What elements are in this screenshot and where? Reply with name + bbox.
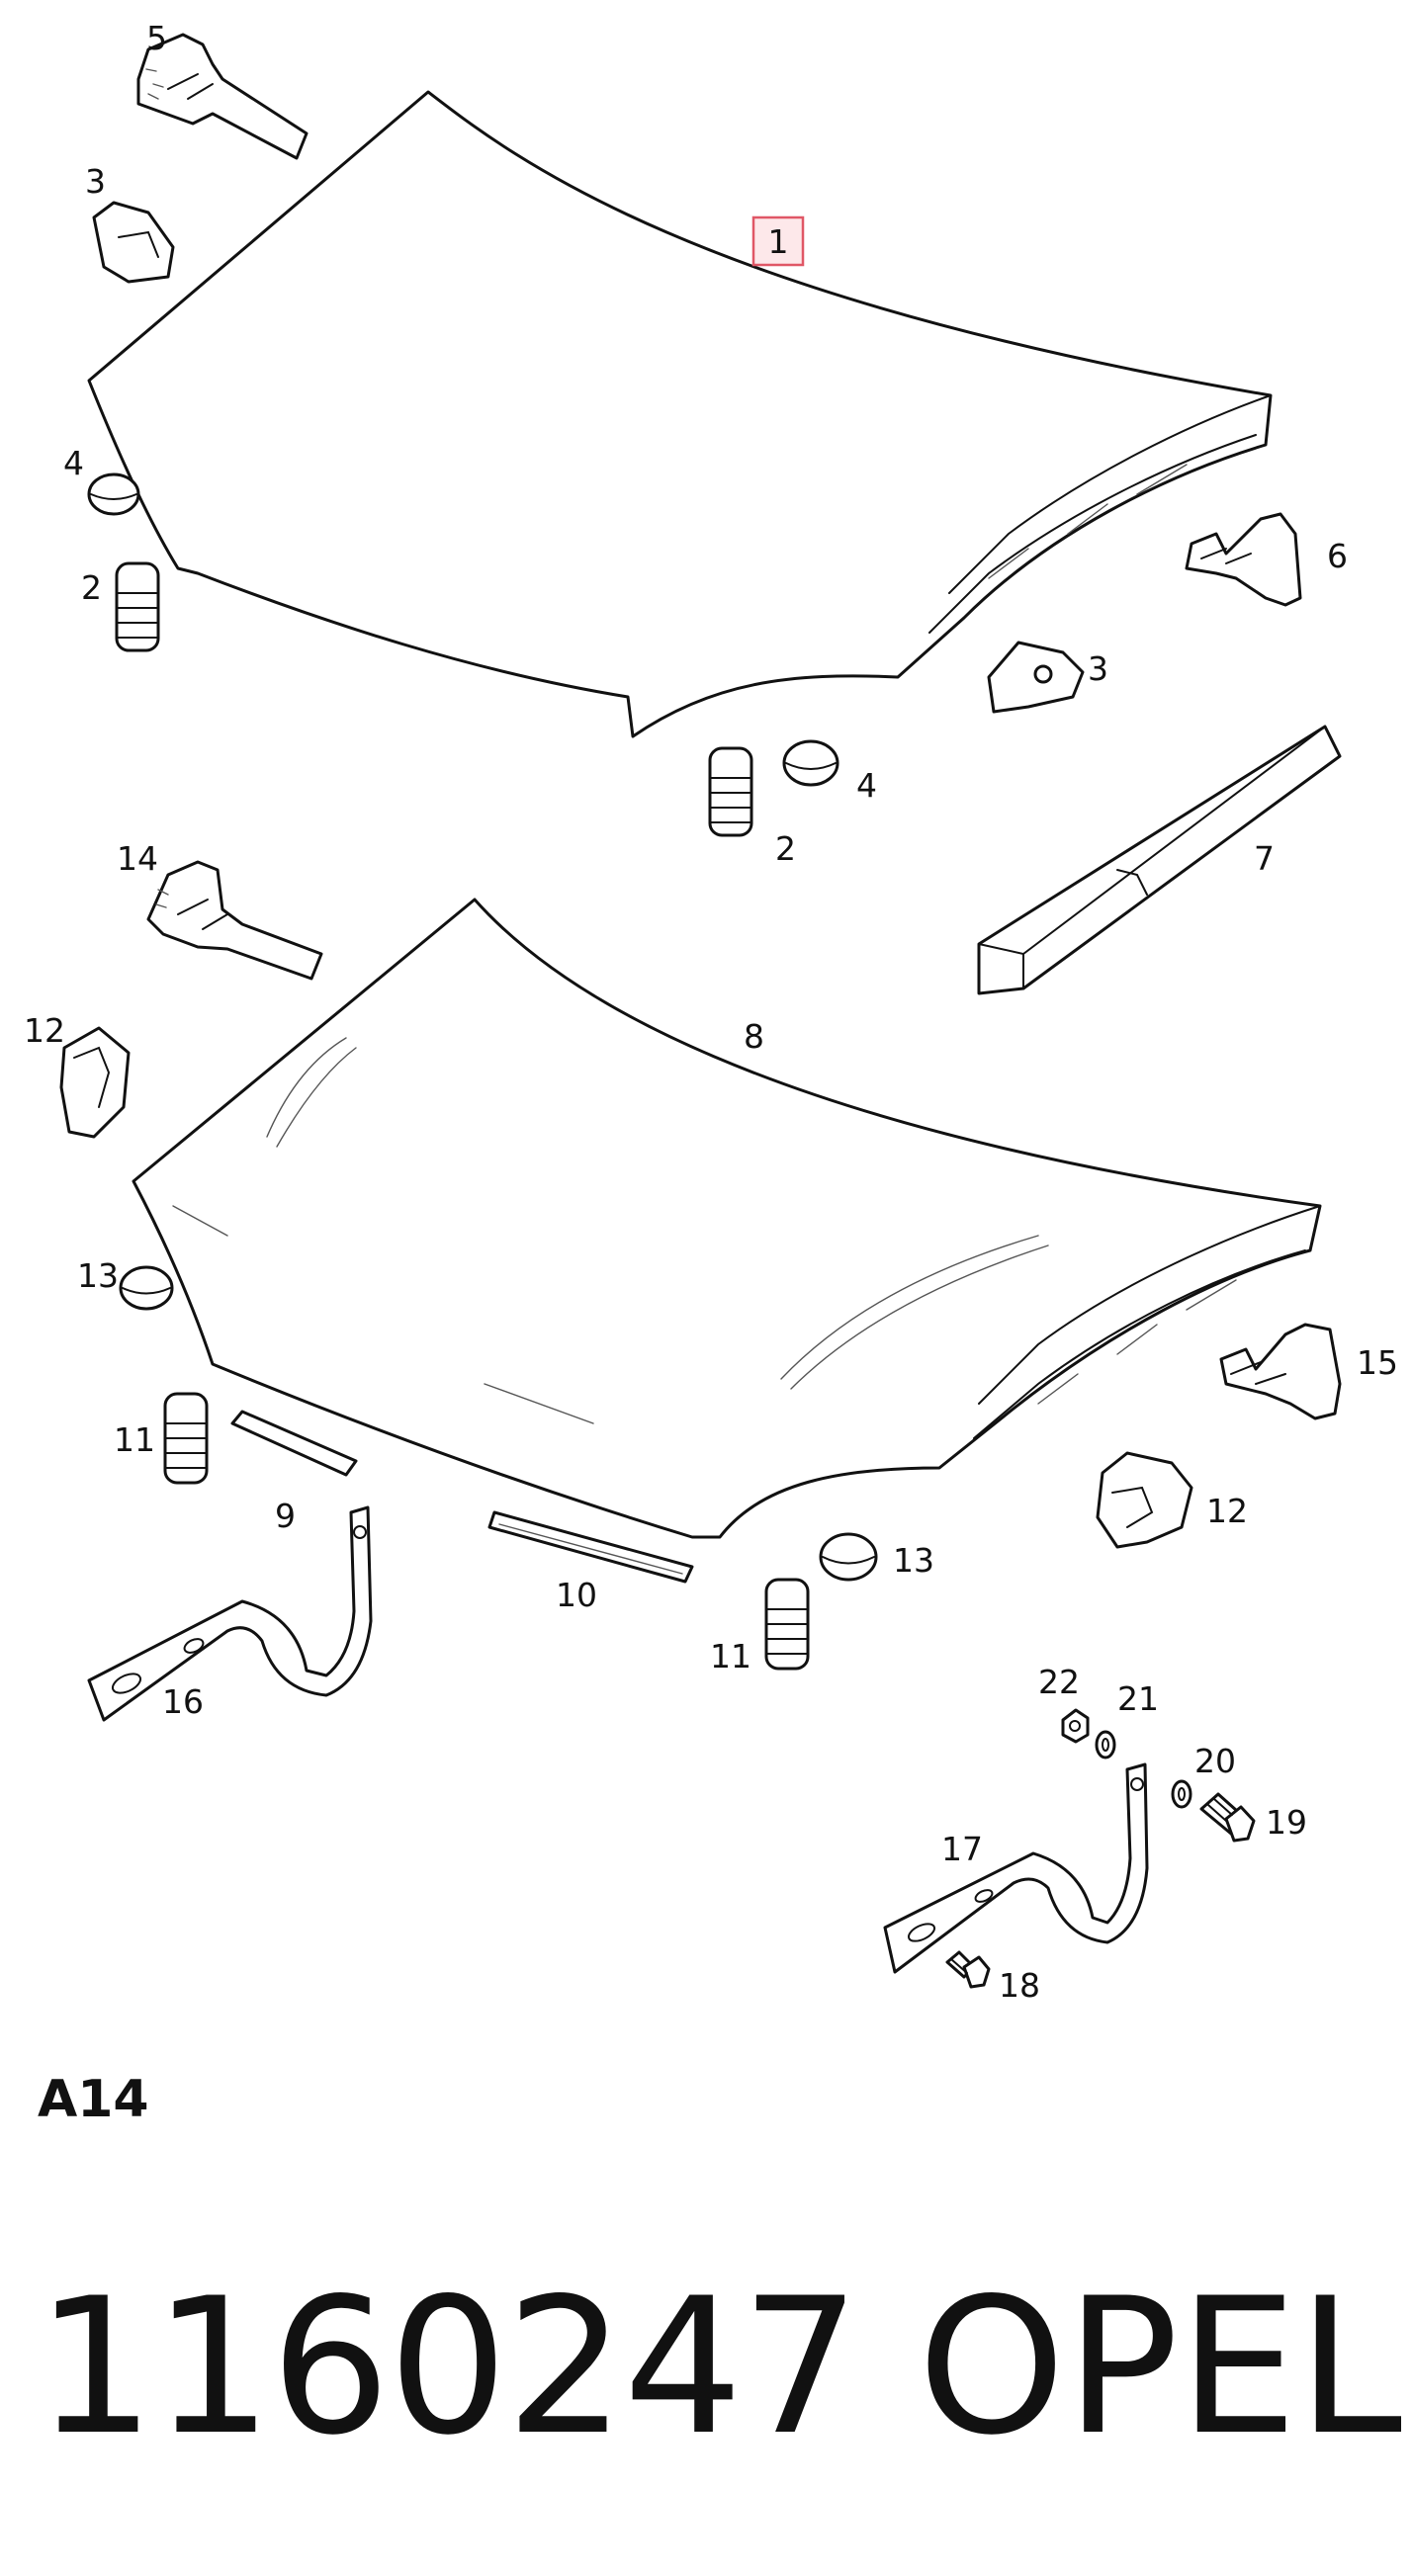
callout-13-left: 13 <box>77 1256 119 1295</box>
seal-strip-part-7 <box>977 725 1342 995</box>
callout-5: 5 <box>146 19 167 57</box>
callout-11-left: 11 <box>114 1420 155 1459</box>
part-number: 1160247 <box>36 2258 860 2476</box>
callout-13-center: 13 <box>893 1541 934 1580</box>
callout-17: 17 <box>941 1830 983 1868</box>
seal-corner-part-6 <box>1185 512 1302 607</box>
strip-part-10 <box>487 1510 694 1584</box>
callout-4-left: 4 <box>63 444 84 482</box>
clip-part-12-right <box>1096 1451 1193 1549</box>
rubber-cap-part-4-center <box>782 739 839 787</box>
rubber-cap-part-13-left <box>119 1265 174 1311</box>
washer-part-20 <box>1171 1779 1192 1809</box>
callout-1: 1 <box>768 222 789 261</box>
callout-8: 8 <box>744 1017 764 1056</box>
hood-panel-lower <box>132 898 1322 1539</box>
rubber-cap-part-4-left <box>87 472 140 516</box>
callout-18: 18 <box>999 1966 1040 2005</box>
callout-12-right: 12 <box>1206 1492 1248 1530</box>
section-code-label: A14 <box>38 2070 149 2129</box>
callout-19: 19 <box>1266 1803 1307 1842</box>
callout-12-left: 12 <box>24 1011 65 1050</box>
nut-part-22 <box>1061 1708 1090 1744</box>
callout-3-left: 3 <box>85 162 106 201</box>
seal-corner-part-5 <box>136 33 309 160</box>
bump-stop-part-2-center <box>708 746 753 837</box>
clip-part-3-left <box>92 201 175 284</box>
callout-22: 22 <box>1038 1663 1080 1701</box>
callout-14: 14 <box>117 839 158 878</box>
seal-corner-part-15 <box>1219 1323 1342 1420</box>
callout-2-center: 2 <box>775 829 796 868</box>
callout-15: 15 <box>1357 1343 1398 1382</box>
washer-part-21 <box>1095 1730 1116 1760</box>
callout-11-center: 11 <box>710 1637 751 1675</box>
hinge-part-17 <box>883 1762 1149 1974</box>
callout-20: 20 <box>1194 1742 1236 1780</box>
rubber-cap-part-13-center <box>819 1532 878 1582</box>
bolt-part-19 <box>1199 1792 1256 1843</box>
bolt-part-18 <box>945 1950 991 1989</box>
callout-9: 9 <box>275 1497 296 1535</box>
bump-stop-part-11-center <box>764 1578 810 1671</box>
callout-10: 10 <box>556 1576 597 1614</box>
bump-stop-part-11-left <box>163 1392 209 1485</box>
hinge-part-16 <box>87 1505 373 1722</box>
hood-panel-upper <box>87 90 1273 738</box>
clip-part-12-left <box>59 1026 131 1139</box>
brand-name: OPEL <box>918 2258 1403 2476</box>
callout-16: 16 <box>162 1682 204 1721</box>
callout-6: 6 <box>1327 537 1348 575</box>
callout-4-center: 4 <box>856 766 877 805</box>
callout-21: 21 <box>1117 1679 1159 1718</box>
strip-part-9 <box>230 1410 358 1477</box>
clip-part-3-right <box>987 641 1085 714</box>
seal-corner-part-14 <box>146 860 323 981</box>
callout-7: 7 <box>1254 839 1275 878</box>
bump-stop-part-2-left <box>115 561 160 652</box>
callout-1-highlight[interactable]: 1 <box>751 215 805 267</box>
callout-3-right: 3 <box>1088 649 1108 688</box>
callout-2-left: 2 <box>81 568 102 607</box>
